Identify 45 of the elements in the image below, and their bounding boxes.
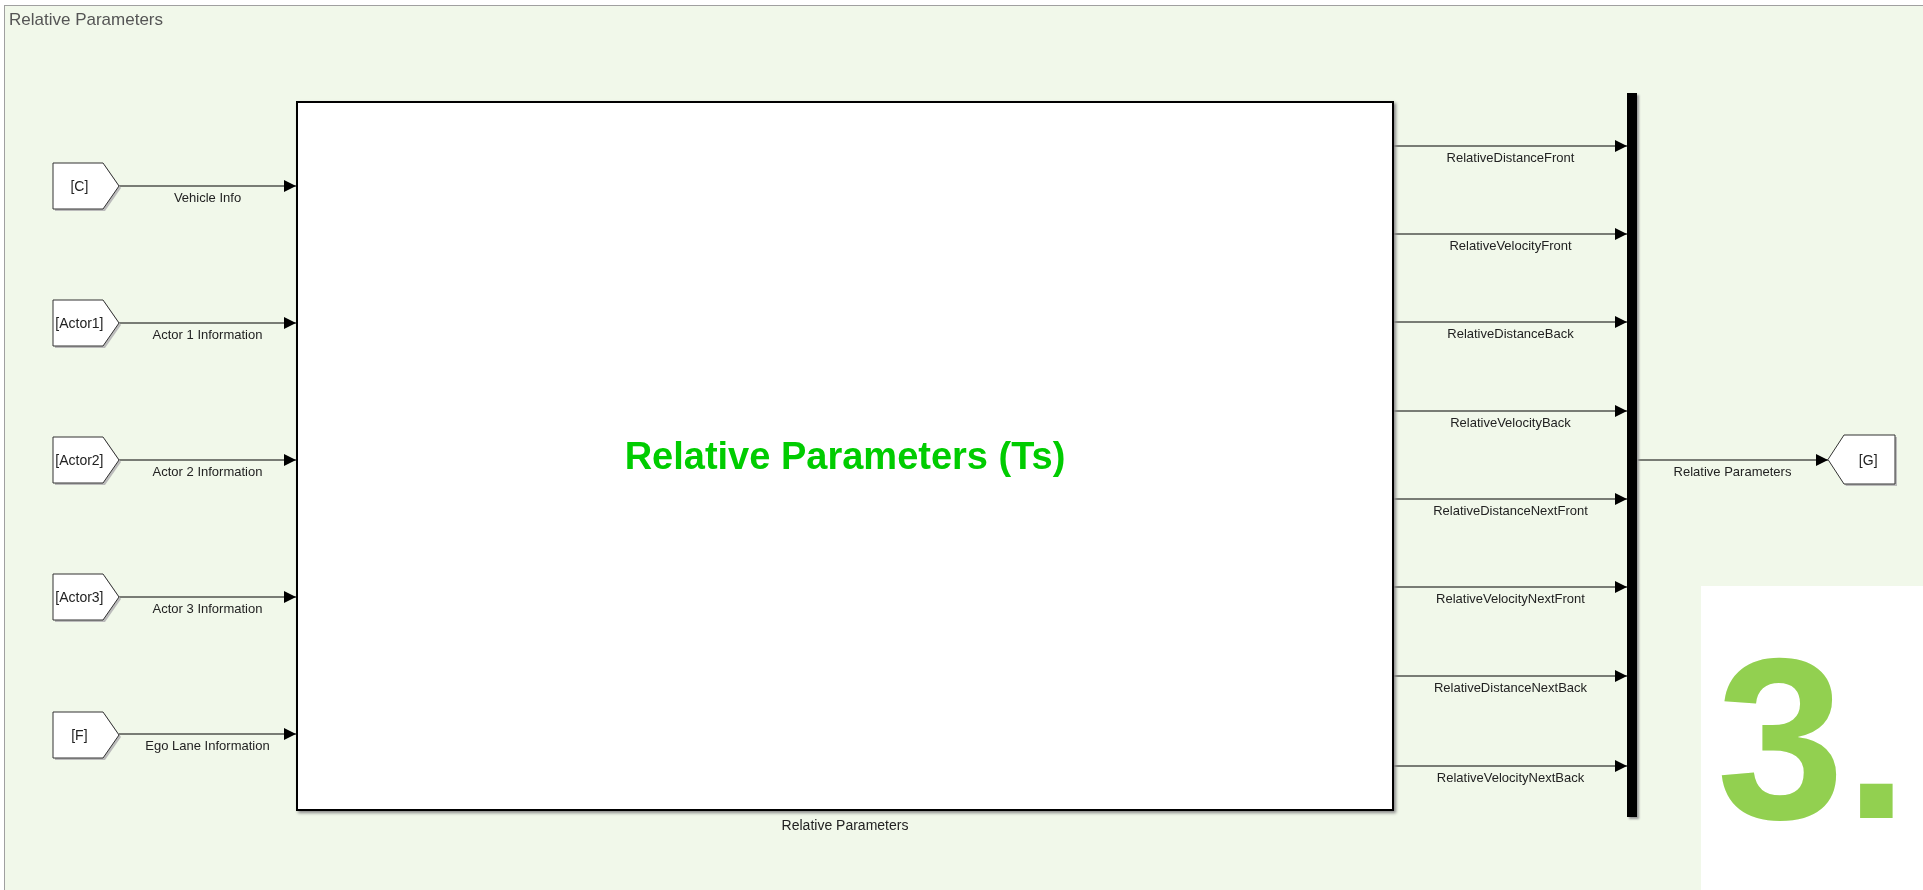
signal-label: RelativeVelocityNextBack (1434, 770, 1587, 785)
tag-name: [F] (71, 727, 88, 743)
step-number: 3. (1716, 623, 1909, 854)
signal-label: Actor 1 Information (150, 327, 265, 342)
from-tag-block (53, 437, 119, 483)
signal-arrow (1393, 581, 1628, 593)
signal-label: RelativeVelocityNextFront (1434, 591, 1587, 606)
signal-label: RelativeDistanceNextFront (1431, 503, 1590, 518)
signal-label: RelativeVelocityFront (1447, 238, 1574, 253)
from-tag-block (53, 300, 119, 346)
bus-creator-bar (1627, 93, 1637, 817)
tag-name: [Actor2] (55, 452, 104, 468)
signal-label: RelativeDistanceFront (1444, 150, 1577, 165)
area-title: Relative Parameters (9, 10, 163, 30)
signal-label: RelativeDistanceBack (1445, 326, 1576, 341)
tag-name: [C] (70, 178, 89, 194)
from-tag-block (53, 163, 119, 209)
subsystem-area (4, 5, 1923, 890)
signal-arrow (118, 728, 297, 740)
goto-tag-block (1828, 435, 1895, 484)
signal-label: Actor 2 Information (150, 464, 265, 479)
signal-arrow (1636, 454, 1829, 466)
signal-arrow (118, 454, 297, 466)
signal-arrow (1393, 670, 1628, 682)
signal-arrow (118, 317, 297, 329)
signal-label: Relative Parameters (1671, 464, 1794, 479)
signal-arrow (1393, 493, 1628, 505)
signal-arrow (118, 180, 297, 192)
signal-label: Actor 3 Information (150, 601, 265, 616)
signal-label: RelativeVelocityBack (1448, 415, 1573, 430)
signal-arrow (1393, 405, 1628, 417)
tag-name: [Actor3] (55, 589, 104, 605)
signal-arrow (1393, 760, 1628, 772)
block-title: Relative Parameters (Ts) (624, 434, 1066, 478)
signal-arrow (1393, 228, 1628, 240)
from-tag-block (53, 574, 119, 620)
signal-arrow (1393, 316, 1628, 328)
signal-arrow (1393, 140, 1628, 152)
tag-name: [Actor1] (55, 315, 104, 331)
signal-label: Ego Lane Information (143, 738, 272, 753)
signal-arrow (118, 591, 297, 603)
tag-name: [G] (1858, 451, 1878, 468)
from-tag-block (53, 712, 119, 758)
signal-label: Vehicle Info (171, 190, 244, 205)
block-name: Relative Parameters (781, 817, 909, 833)
